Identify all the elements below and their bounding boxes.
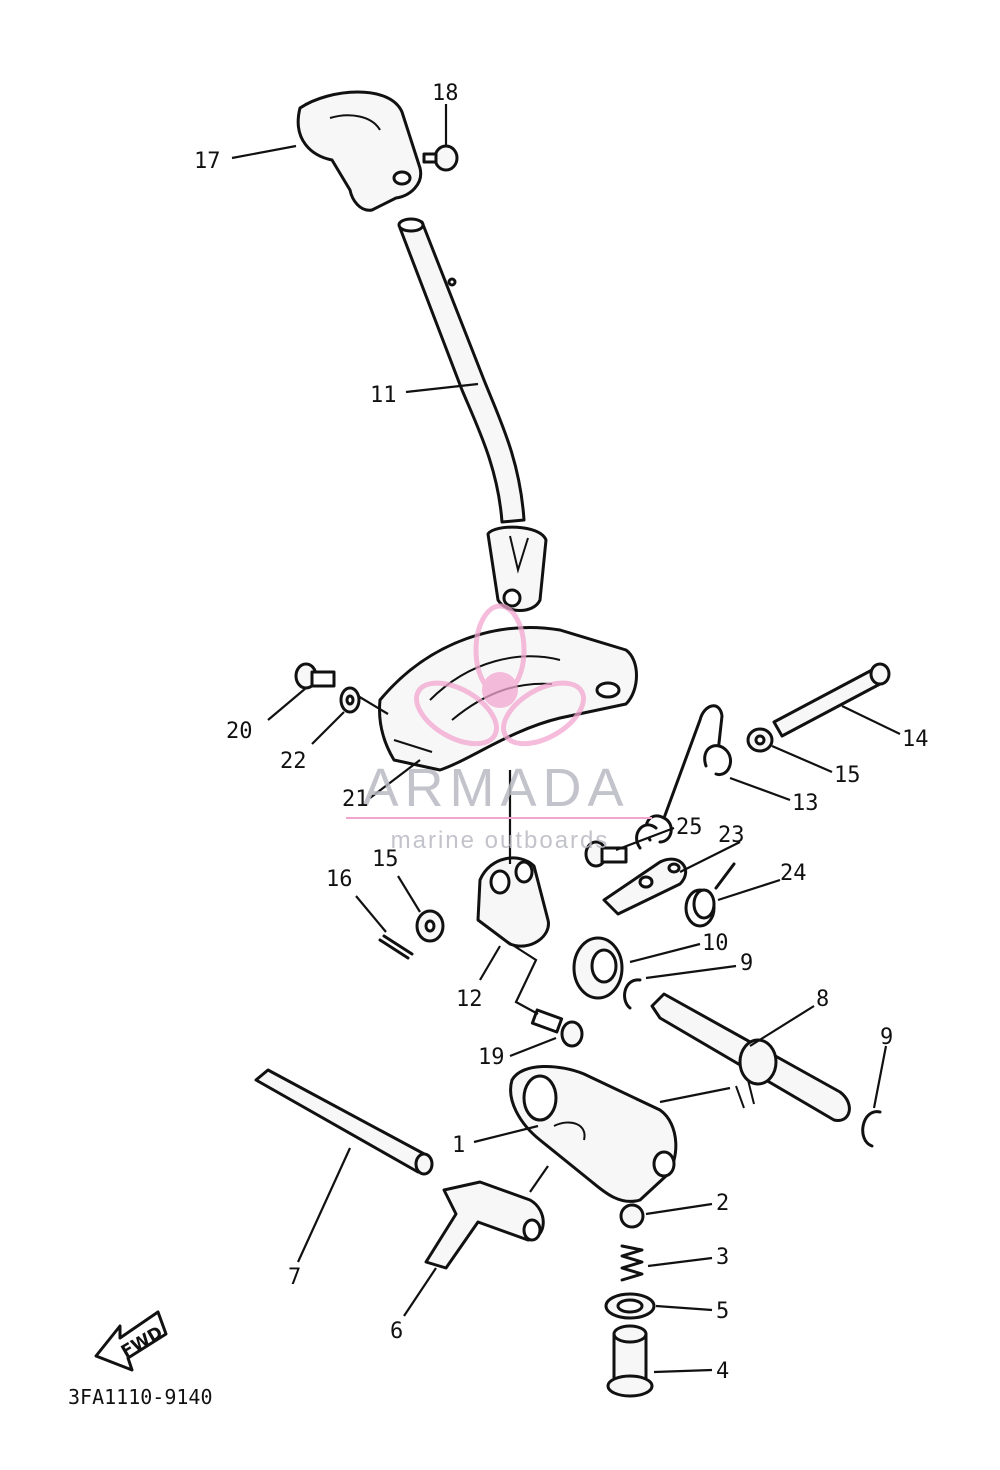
watermark-brand: ARMADA — [362, 758, 629, 818]
part-20-bolt — [294, 662, 336, 690]
callout-11: 11 — [370, 383, 397, 408]
callout-2: 2 — [716, 1191, 729, 1216]
part-3-spring — [620, 1244, 644, 1282]
callout-15a: 15 — [834, 763, 861, 788]
callout-12: 12 — [456, 987, 483, 1012]
part-17-grip — [296, 90, 423, 212]
callout-labels: 17 18 11 14 20 22 15 21 13 25 23 15 16 2… — [194, 81, 929, 1384]
callout-16: 16 — [326, 867, 353, 892]
part-8-shaft — [650, 992, 851, 1122]
part-11-lever — [397, 217, 548, 612]
part-4-plug — [606, 1324, 654, 1398]
part-7-rod — [254, 1068, 434, 1176]
callout-15b: 15 — [372, 847, 399, 872]
callout-6: 6 — [390, 1319, 403, 1344]
part-13-spring — [635, 704, 732, 850]
callout-13: 13 — [792, 791, 819, 816]
callout-19: 19 — [478, 1045, 505, 1070]
part-18-screw — [422, 144, 459, 172]
callout-7: 7 — [288, 1265, 301, 1290]
callout-25: 25 — [676, 815, 703, 840]
part-15b-washer — [415, 909, 445, 943]
part-2-ball — [619, 1203, 645, 1229]
part-6-fork — [424, 1180, 545, 1270]
callout-17: 17 — [194, 149, 221, 174]
part-9b-circlip — [861, 1110, 882, 1148]
callout-24: 24 — [780, 861, 807, 886]
callout-20: 20 — [226, 719, 253, 744]
diagram-code: 3FA1110-9140 — [68, 1385, 213, 1409]
callout-10: 10 — [702, 931, 729, 956]
part-9a-circlip — [623, 978, 642, 1010]
callout-4: 4 — [716, 1359, 729, 1384]
leader-lines — [231, 104, 901, 1374]
callout-14: 14 — [902, 727, 929, 752]
watermark: ARMADA marine outboards — [346, 603, 652, 854]
part-1-drum — [509, 1065, 678, 1203]
part-24-spring — [684, 862, 736, 928]
callout-9a: 9 — [740, 951, 753, 976]
callout-5: 5 — [716, 1299, 729, 1324]
callout-9b: 9 — [880, 1025, 893, 1050]
callout-22: 22 — [280, 749, 307, 774]
watermark-propeller-icon — [414, 603, 586, 747]
forward-direction-arrow-icon: FWD — [94, 1310, 168, 1372]
part-16-cotter-pin — [378, 934, 414, 960]
part-12-arm — [476, 770, 550, 948]
part-22-washer — [339, 686, 361, 714]
part-25-bolt — [584, 840, 628, 868]
part-19-bolt — [530, 1008, 584, 1048]
callout-1: 1 — [452, 1133, 465, 1158]
callout-18: 18 — [432, 81, 459, 106]
part-10-seal — [572, 936, 624, 1000]
part-5-gasket — [604, 1292, 656, 1320]
part-23-plate — [602, 857, 687, 916]
part-14-pin — [772, 662, 891, 738]
watermark-tagline: marine outboards — [391, 827, 610, 854]
callout-8: 8 — [816, 987, 829, 1012]
part-15a-washer — [746, 727, 774, 753]
callout-21: 21 — [342, 787, 369, 812]
callout-23: 23 — [718, 823, 745, 848]
callout-3: 3 — [716, 1245, 729, 1270]
